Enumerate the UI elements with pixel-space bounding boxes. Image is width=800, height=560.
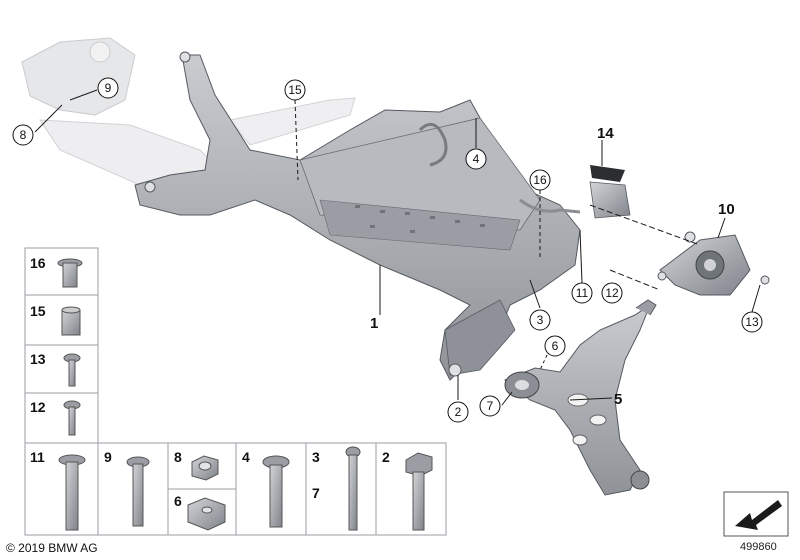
callout-6: 6 (544, 335, 566, 357)
callout-7: 7 (479, 395, 501, 417)
callout-2: 2 (447, 401, 469, 423)
hardware-4-bolt (262, 455, 290, 528)
hardware-2-bolt (405, 452, 433, 531)
svg-text:13: 13 (30, 351, 46, 367)
callout-8: 8 (12, 124, 34, 146)
callout-4: 4 (465, 148, 487, 170)
hardware-11-bolt (58, 454, 86, 531)
svg-text:4: 4 (242, 449, 250, 465)
callout-13: 13 (741, 311, 763, 333)
callout-16: 16 (529, 169, 551, 191)
bracket-10 (657, 231, 770, 296)
label-14: 14 (597, 125, 614, 142)
callout-12: 12 (601, 282, 623, 304)
svg-text:11: 11 (30, 449, 45, 465)
svg-text:8: 8 (174, 449, 182, 465)
hardware-15-sleeve (61, 306, 81, 336)
callout-9: 9 (97, 77, 119, 99)
svg-text:16: 16 (30, 255, 46, 271)
svg-text:12: 12 (605, 286, 619, 300)
label-5: 5 (614, 391, 622, 408)
svg-text:7: 7 (487, 399, 494, 413)
parts-table (24, 247, 447, 536)
svg-text:3: 3 (537, 313, 544, 327)
svg-text:2: 2 (455, 405, 462, 419)
document-number: 499860 (740, 541, 777, 553)
svg-text:9: 9 (104, 449, 112, 465)
svg-text:2: 2 (382, 449, 390, 465)
front-axle-carrier (134, 51, 581, 381)
svg-text:12: 12 (30, 399, 46, 415)
hardware-13-bolt (63, 353, 81, 387)
svg-text:15: 15 (288, 83, 302, 97)
svg-text:6: 6 (552, 339, 559, 353)
hardware-3-bolt (345, 446, 361, 531)
callout-markers: 8 9 15 4 16 11 12 13 3 6 7 2 (12, 77, 763, 423)
callout-15: 15 (284, 79, 306, 101)
svg-text:7: 7 (312, 485, 320, 501)
leader-lines (34, 89, 761, 406)
hardware-8-nut (191, 455, 219, 481)
hardware-9-bolt (126, 456, 150, 527)
svg-text:8: 8 (20, 128, 27, 142)
hardware-6-square-nut (187, 497, 226, 531)
svg-text:6: 6 (174, 493, 182, 509)
svg-text:11: 11 (576, 286, 589, 300)
svg-text:4: 4 (473, 152, 480, 166)
hardware-16-screw (57, 258, 83, 288)
svg-text:15: 15 (30, 303, 46, 319)
copyright-text: © 2019 BMW AG (6, 541, 98, 555)
label-10: 10 (718, 201, 735, 218)
hardware-12-bolt (63, 400, 81, 436)
svg-text:9: 9 (105, 81, 112, 95)
svg-text:13: 13 (745, 315, 759, 329)
svg-text:3: 3 (312, 449, 320, 465)
table-labels: 16 15 13 12 11 9 8 6 4 3 7 2 (30, 255, 390, 509)
callout-11: 11 (571, 282, 593, 304)
arrow-direction-icon (723, 491, 789, 537)
label-1: 1 (370, 315, 378, 332)
svg-text:16: 16 (533, 173, 547, 187)
wishbone-5 (504, 299, 657, 496)
rubber-mount-14 (589, 165, 631, 219)
callout-3: 3 (529, 309, 551, 331)
